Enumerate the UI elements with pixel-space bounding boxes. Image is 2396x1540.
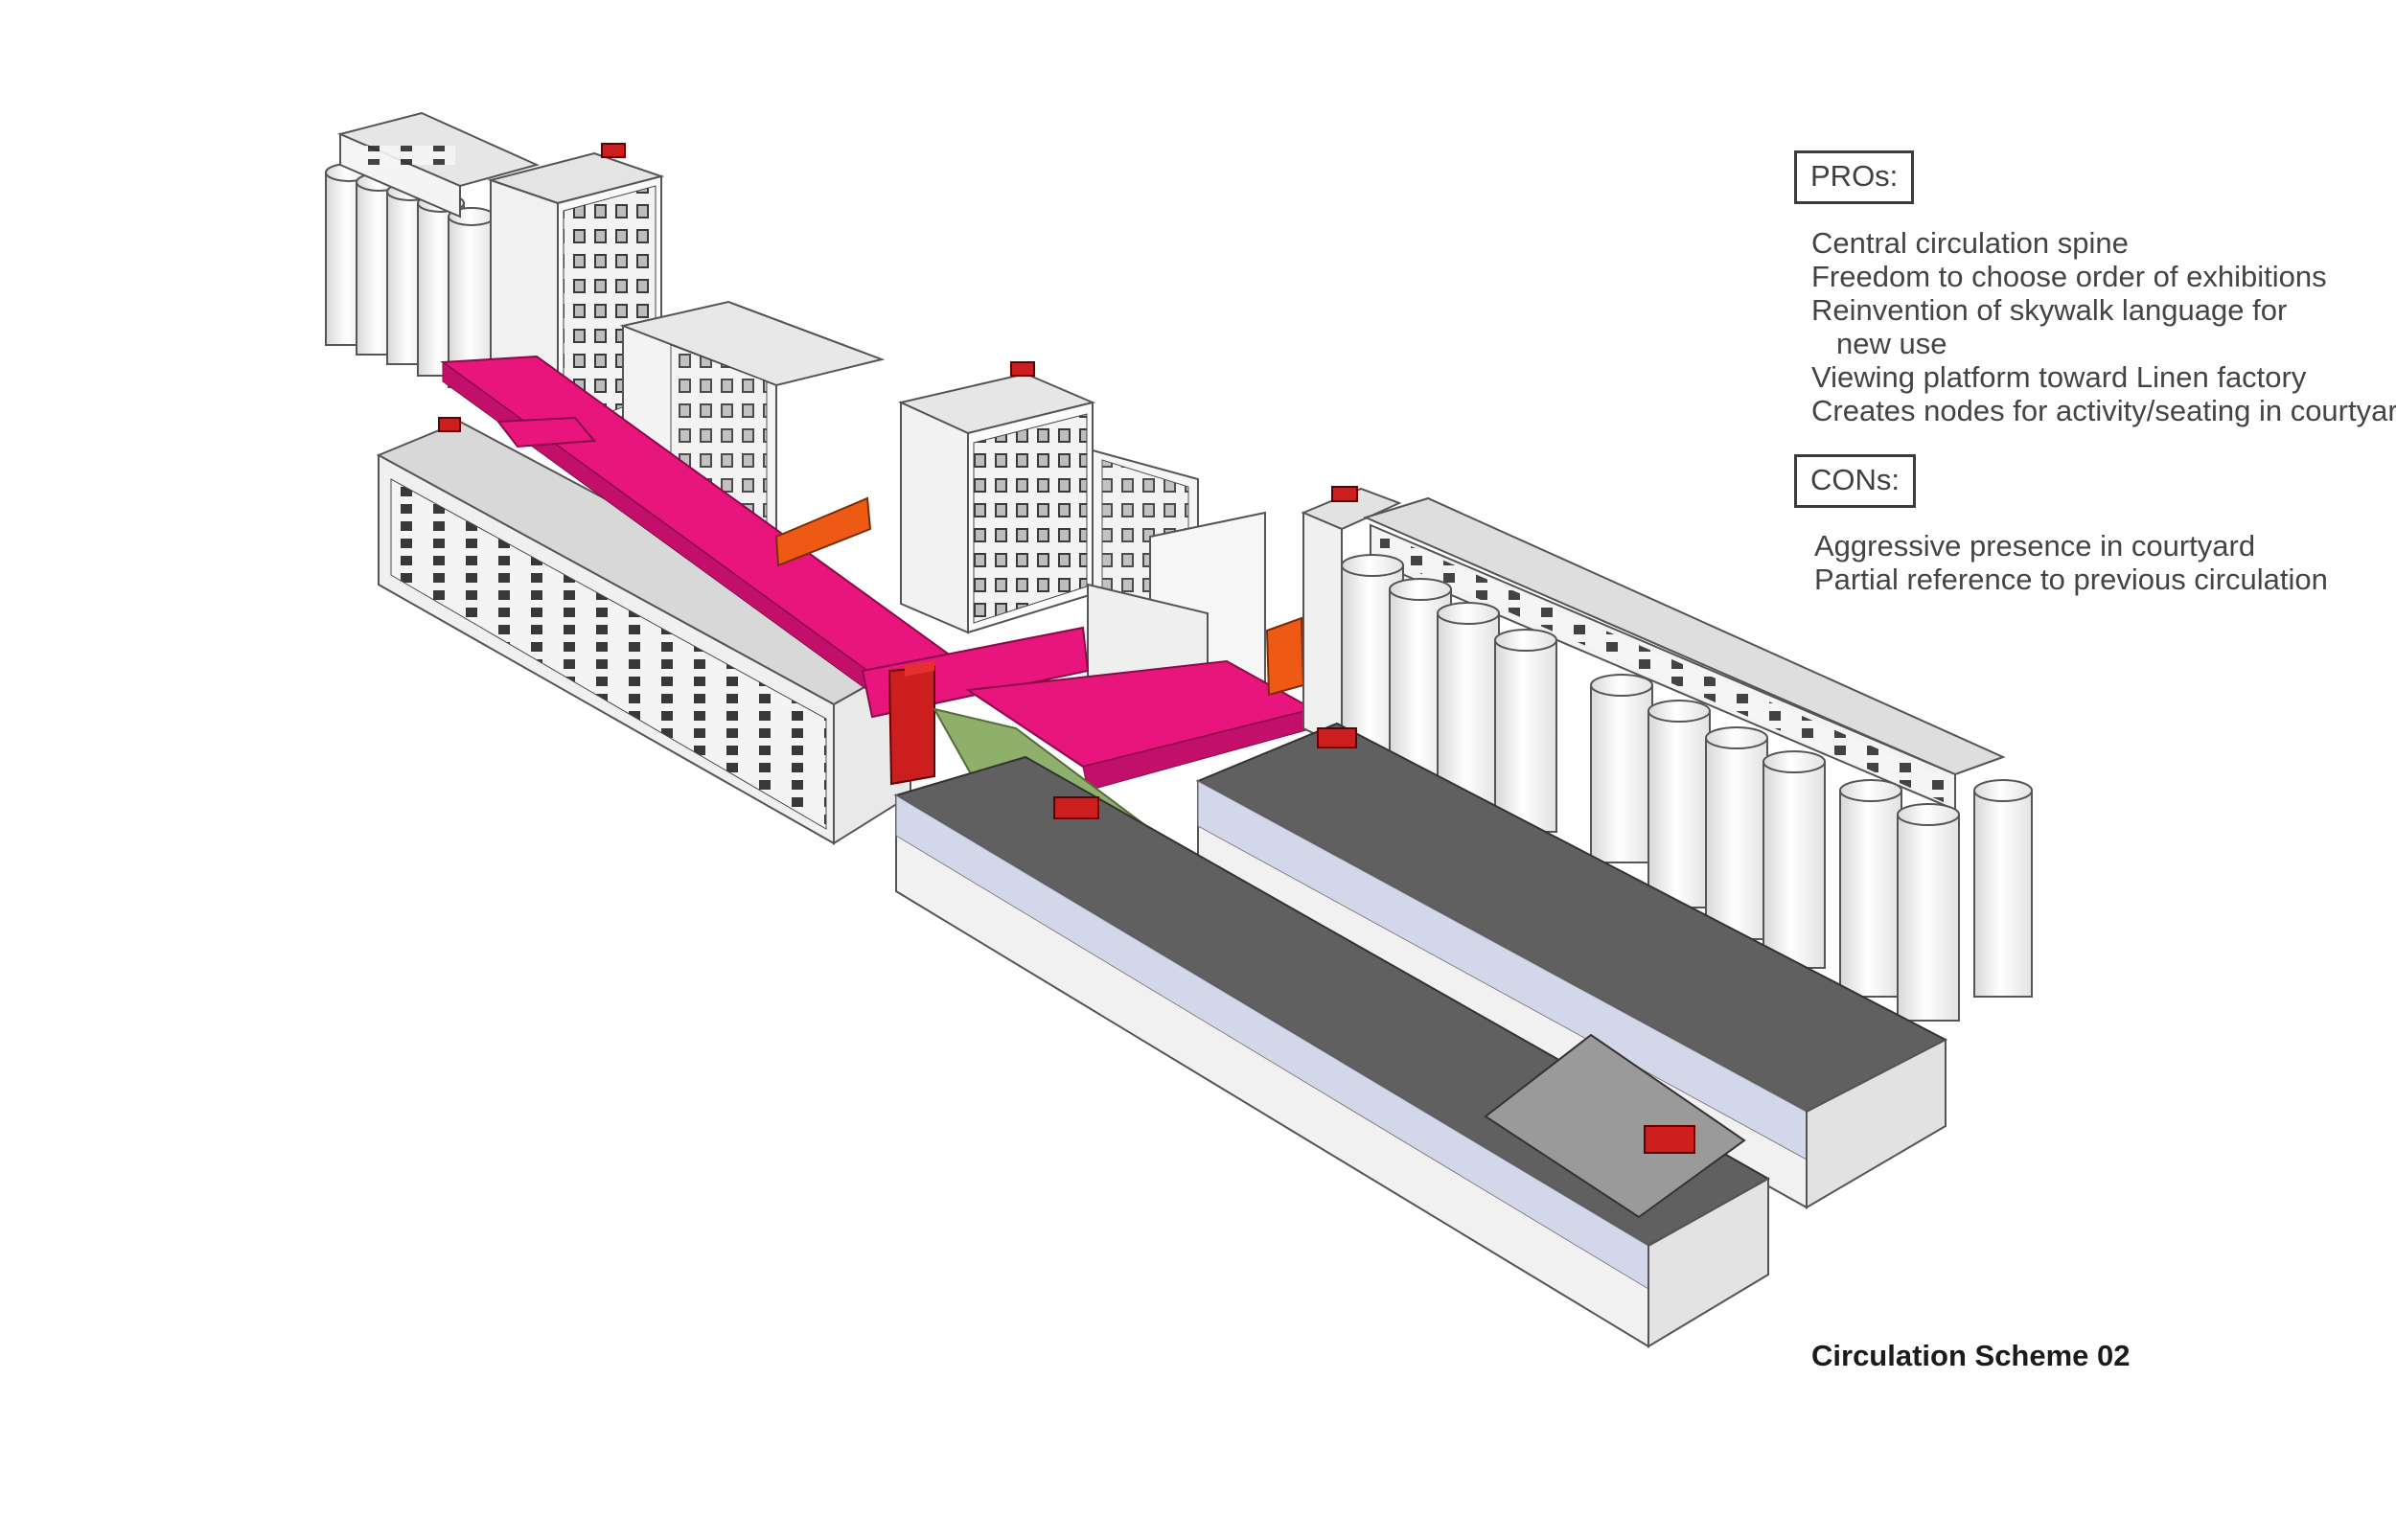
pros-item: Creates nodes for activity/seating in co… xyxy=(1811,394,2396,427)
cons-list: Aggressive presence in courtyard Partial… xyxy=(1814,529,2328,596)
bridge-connectors xyxy=(774,496,1305,697)
pros-item: Central circulation spine xyxy=(1811,226,2129,260)
exhibition-hall-south xyxy=(893,755,1771,1348)
pros-item: Freedom to choose order of exhibitions xyxy=(1811,260,2327,293)
cons-heading: CONs: xyxy=(1794,454,1916,508)
pros-item: new use xyxy=(1836,327,1947,360)
pros-list: Central circulation spine Freedom to cho… xyxy=(1811,226,2396,427)
silo-group-west xyxy=(325,111,540,388)
skywalk-spine xyxy=(440,355,1316,792)
pros-item: Viewing platform toward Linen factory xyxy=(1811,360,2307,394)
pros-heading: PROs: xyxy=(1794,150,1915,204)
long-factory-building xyxy=(376,417,913,845)
silo-group-east xyxy=(1301,486,2033,1022)
stair-core xyxy=(887,661,935,786)
cons-item: Partial reference to previous circulatio… xyxy=(1814,563,2328,596)
pros-item: Reinvention of skywalk language for xyxy=(1811,293,2288,327)
figure-caption: Circulation Scheme 02 xyxy=(1811,1339,2131,1372)
viewing-platform xyxy=(1484,1033,1746,1219)
cons-item: Aggressive presence in courtyard xyxy=(1814,529,2256,563)
